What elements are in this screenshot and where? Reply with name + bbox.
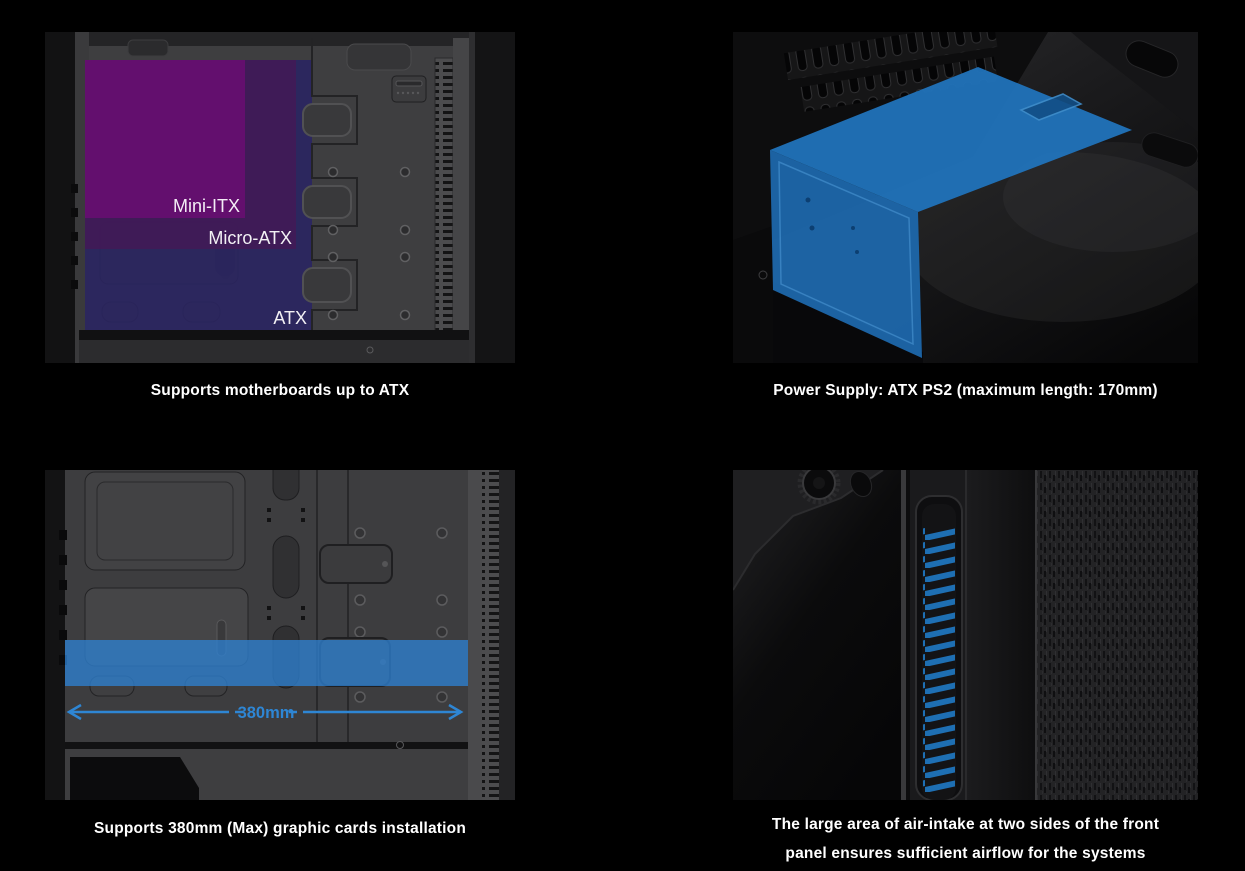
psu-bay-illustration <box>733 32 1198 363</box>
airflow-caption: The large area of air-intake at two side… <box>733 810 1198 868</box>
thumbscrew-knurl <box>797 470 841 505</box>
psu-highlight-image <box>733 32 1198 363</box>
front-panel-illustration <box>733 470 1198 800</box>
air-intake-vents <box>923 528 955 794</box>
mini-itx-label: Mini-ITX <box>173 196 240 216</box>
gpu-clearance-band <box>65 640 468 686</box>
gpu-clearance-illustration: 380mm <box>45 470 515 800</box>
case-interior-illustration: Mini-ITX Micro-ATX ATX <box>45 32 515 363</box>
dimension-arrow <box>66 703 464 721</box>
gpu-clearance-image: 380mm <box>45 470 515 800</box>
mesh-front-panel <box>1035 470 1198 800</box>
psu-caption: Power Supply: ATX PS2 (maximum length: 1… <box>773 382 1158 399</box>
micro-atx-label: Micro-ATX <box>208 228 292 248</box>
gpu-clearance-value: 380mm <box>238 704 295 722</box>
airflow-caption-line1: The large area of air-intake at two side… <box>771 816 1160 833</box>
mini-itx-overlay <box>85 60 245 218</box>
airflow-caption-line2: panel ensures sufficient airflow for the… <box>785 845 1146 862</box>
atx-label: ATX <box>273 308 307 328</box>
motherboard-caption: Supports motherboards up to ATX <box>150 382 410 399</box>
motherboard-support-image: Mini-ITX Micro-ATX ATX <box>45 32 515 363</box>
front-panel-airflow-image <box>733 470 1198 800</box>
gpu-caption: Supports 380mm (Max) graphic cards insta… <box>93 820 466 837</box>
